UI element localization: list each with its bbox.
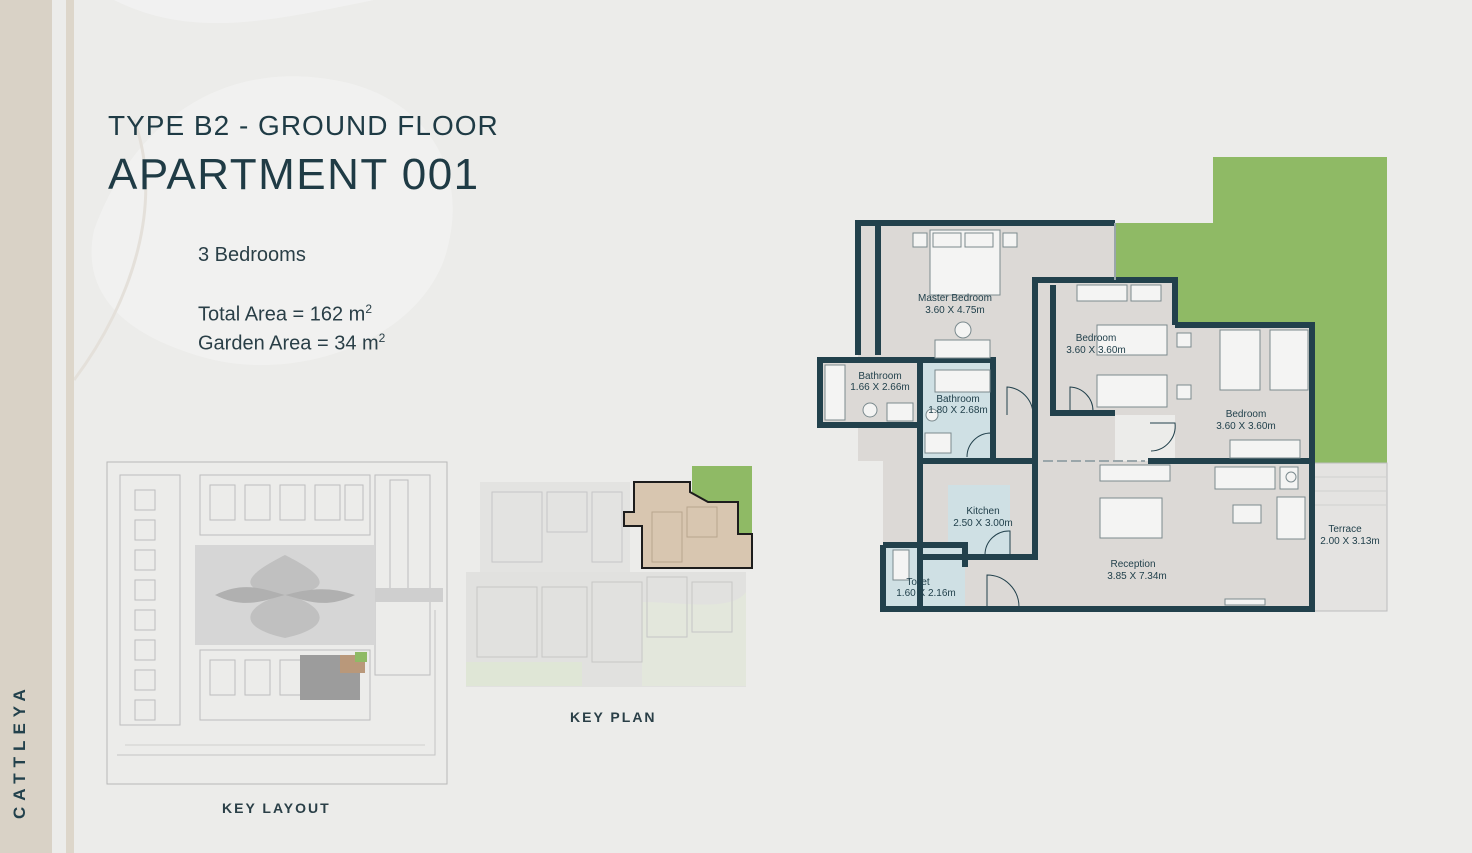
leaf-watermark-icon — [74, 0, 453, 381]
room-name-toilet: Toilet — [906, 577, 930, 588]
brand-text: CATTLEYA — [10, 683, 29, 819]
room-name-bedroom-2: Bedroom — [1076, 333, 1117, 344]
room-name-kitchen: Kitchen — [966, 506, 999, 517]
garden-area-label: Garden Area = 34 m — [198, 332, 379, 355]
total-area: Total Area = 162 m2 — [198, 302, 372, 327]
room-name-bathroom-2: Bathroom — [936, 394, 979, 405]
total-area-unit-sup: 2 — [365, 302, 373, 316]
floor-plan: Master Bedroom 3.60 X 4.75m Bedroom 3.60… — [817, 157, 1388, 612]
room-name-bedroom-3: Bedroom — [1226, 409, 1267, 420]
key-layout-caption: KEY LAYOUT — [222, 800, 331, 816]
room-size-bedroom-2: 3.60 X 3.60m — [1066, 345, 1125, 356]
room-size-bathroom-2: 1.80 X 2.68m — [928, 405, 987, 416]
room-size-bathroom-1: 1.66 X 2.66m — [850, 382, 909, 393]
key-plan-caption: KEY PLAN — [570, 709, 657, 725]
key-plan-diagram — [466, 466, 753, 687]
apartment-title: APARTMENT 001 — [108, 150, 480, 199]
apartment-type-subtitle: TYPE B2 - GROUND FLOOR — [108, 110, 499, 141]
garden-area-unit-sup: 2 — [378, 331, 386, 345]
key-layout-site-plan — [106, 461, 448, 785]
bedrooms-count: 3 Bedrooms — [198, 244, 306, 266]
room-name-reception: Reception — [1110, 559, 1155, 570]
room-name-terrace: Terrace — [1328, 524, 1362, 535]
room-size-bedroom-3: 3.60 X 3.60m — [1216, 421, 1275, 432]
room-name-bathroom-1: Bathroom — [858, 371, 901, 382]
brand-vertical: CATTLEYA — [10, 676, 44, 826]
room-name-master-bedroom: Master Bedroom — [918, 293, 992, 304]
terrace-floor — [1311, 462, 1388, 612]
room-size-toilet: 1.60 X 2.16m — [896, 588, 955, 599]
side-band — [0, 0, 52, 853]
total-area-label: Total Area = 162 m — [198, 303, 366, 326]
garden-area-fill — [1115, 157, 1387, 463]
room-size-terrace: 2.00 X 3.13m — [1320, 536, 1379, 547]
room-size-master-bedroom: 3.60 X 4.75m — [925, 305, 984, 316]
side-line — [66, 0, 74, 853]
garden-area: Garden Area = 34 m2 — [198, 331, 385, 356]
room-size-kitchen: 2.50 X 3.00m — [953, 518, 1012, 529]
room-size-reception: 3.85 X 7.34m — [1107, 571, 1166, 582]
